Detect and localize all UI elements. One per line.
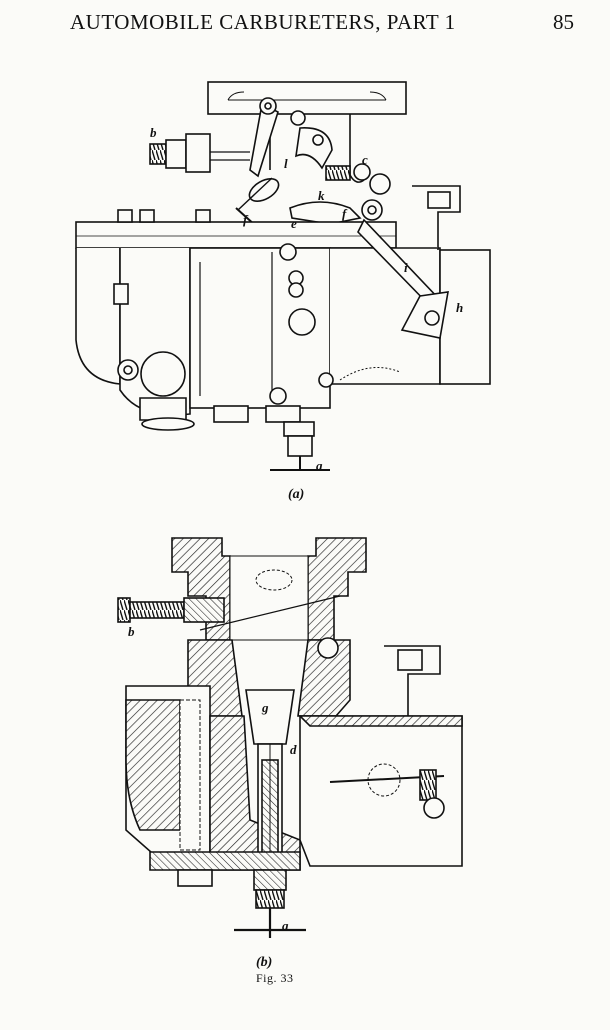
label-b-b: b	[128, 624, 135, 639]
label-b-d: d	[290, 742, 297, 757]
figure-caption: Fig. 33	[256, 971, 294, 985]
label-b-g: g	[261, 700, 269, 715]
subfigure-label-b: (b)	[256, 955, 272, 970]
page-header: AUTOMOBILE CARBURETERS, PART 1 85	[0, 6, 610, 38]
label-a-e: e	[291, 216, 297, 231]
page-number: 85	[553, 10, 574, 34]
carbureter-section-view	[117, 537, 463, 938]
label-a-f1: f	[243, 212, 249, 227]
label-a-b: b	[150, 125, 157, 140]
view-a-labels: b c l k f f e i h a (a)	[150, 125, 463, 502]
label-a-c: c	[362, 152, 368, 167]
label-a-h: h	[456, 300, 463, 315]
carbureter-exterior-view	[75, 81, 491, 471]
running-head: AUTOMOBILE CARBURETERS, PART 1	[70, 10, 456, 34]
label-a-k: k	[318, 188, 325, 203]
label-b-a: a	[282, 918, 289, 933]
label-a-l: l	[284, 156, 288, 171]
label-a-a: a	[316, 458, 323, 473]
label-a-i: i	[404, 260, 408, 275]
subfigure-label-a: (a)	[288, 487, 304, 502]
view-b-labels: b g d a (b)	[128, 624, 297, 970]
label-a-f2: f	[342, 206, 348, 221]
